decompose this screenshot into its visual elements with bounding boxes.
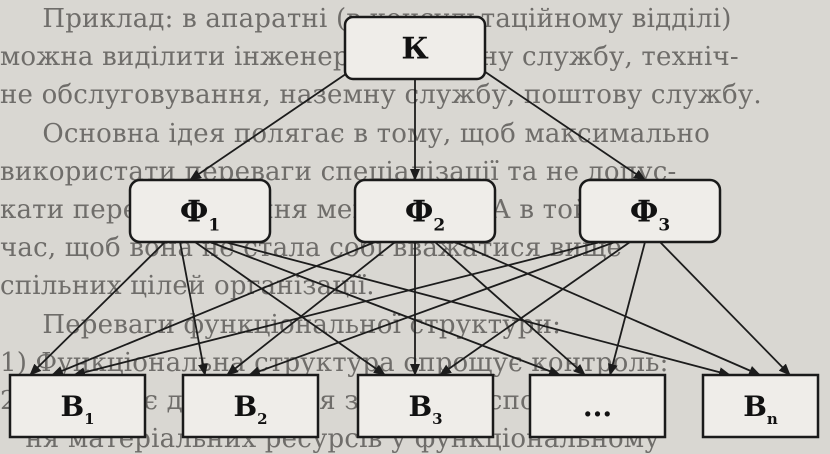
node-executor-4-label: ... — [583, 390, 612, 423]
edge-func-2-to-exec-2 — [226, 241, 396, 376]
node-executor-4: ... — [528, 373, 667, 439]
edge-top-to-func-1 — [189, 62, 363, 181]
background-text-line: Основна ідея полягає в тому, щоб максима… — [0, 118, 710, 149]
edge-func-2-to-exec-4 — [434, 241, 586, 376]
node-executor-2-label-subscript: 2 — [257, 410, 267, 428]
edge-func-2-to-exec-5 — [454, 241, 761, 376]
edge-func-1-to-exec-2 — [179, 241, 208, 376]
node-executor-2: В2 — [181, 373, 320, 439]
node-functional-2-box — [353, 178, 497, 244]
node-executor-2-label: В2 — [233, 390, 267, 428]
node-executor-1-label: В1 — [60, 390, 94, 428]
node-functional-3-label: Ф3 — [630, 195, 670, 236]
background-text-line: 1) Функціональна структура спрощує контр… — [0, 347, 669, 378]
edge-func-3-to-exec-4 — [607, 241, 646, 376]
node-executor-5: Вn — [701, 373, 820, 439]
node-functional-2-label: Ф2 — [405, 195, 445, 236]
node-executor-4-box — [528, 373, 667, 439]
node-functional-3-label-main: Ф — [630, 195, 658, 230]
node-functional-1-label-subscript: 1 — [208, 216, 220, 236]
node-functional-1: Ф1 — [128, 178, 272, 244]
node-top-manager-label: К — [401, 32, 428, 67]
node-executor-5-box — [701, 373, 820, 439]
node-functional-3-box — [578, 178, 722, 244]
edge-func-1-to-exec-4 — [209, 241, 561, 376]
edge-func-1-to-exec-5 — [224, 241, 731, 378]
node-functional-3-label-subscript: 3 — [658, 216, 670, 236]
node-executor-1-label-main: В — [60, 390, 84, 423]
edge-func-3-to-exec-2 — [248, 241, 616, 376]
edge-func-1-to-exec-3 — [194, 241, 386, 376]
edge-func-3-to-exec-3 — [439, 241, 631, 376]
node-functional-1-label: Ф1 — [180, 195, 220, 236]
node-functional-3: Ф3 — [578, 178, 722, 244]
node-executor-4-label-main: ... — [583, 390, 612, 423]
node-executor-3-box — [356, 373, 495, 439]
node-functional-2: Ф2 — [353, 178, 497, 244]
node-functional-1-box — [128, 178, 272, 244]
edge-func-3-to-exec-1 — [73, 241, 601, 378]
edge-top-to-func-3 — [471, 62, 646, 181]
node-functional-2-label-subscript: 2 — [433, 216, 445, 236]
node-executor-3-label-main: В — [408, 390, 432, 423]
node-executor-3: В3 — [356, 373, 495, 439]
node-executor-2-box — [181, 373, 320, 439]
node-functional-2-label-main: Ф — [405, 195, 433, 230]
node-executor-1-label-subscript: 1 — [84, 410, 94, 428]
node-executor-1: В1 — [8, 373, 147, 439]
node-executor-2-label-main: В — [233, 390, 257, 423]
edge-func-1-to-exec-1 — [29, 241, 166, 376]
background-text-line: спільних цілей організації. — [0, 271, 375, 302]
node-executor-5-label: Вn — [743, 390, 778, 428]
node-top-manager: К — [343, 15, 487, 81]
node-functional-1-label-main: Ф — [180, 195, 208, 230]
node-executor-3-label: В3 — [408, 390, 442, 428]
node-executor-1-box — [8, 373, 147, 439]
node-executor-5-label-subscript: n — [767, 410, 778, 428]
node-executor-3-label-subscript: 3 — [432, 410, 442, 428]
edges-group — [29, 62, 791, 378]
node-executor-5-label-main: В — [743, 390, 767, 423]
edge-func-2-to-exec-1 — [51, 241, 376, 376]
edge-func-3-to-exec-5 — [659, 241, 791, 376]
node-top-manager-box — [343, 15, 487, 81]
background-text-line: не обслуговування, наземну службу, пошто… — [0, 80, 762, 111]
node-top-manager-label-main: К — [401, 32, 428, 67]
